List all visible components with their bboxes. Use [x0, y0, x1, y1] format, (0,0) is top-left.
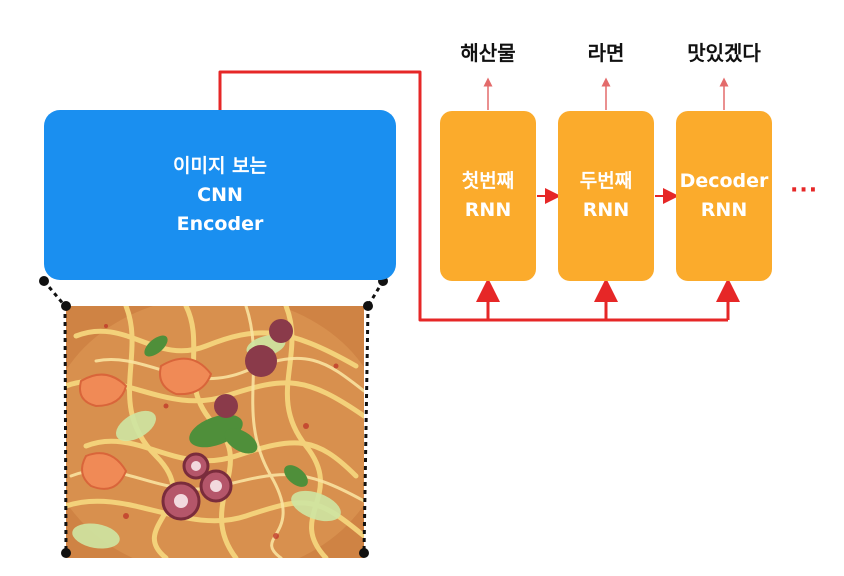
decoder-label-line2: RNN — [582, 199, 630, 221]
projection-lines — [39, 276, 388, 558]
output-word-3: 맛있겠다 — [687, 41, 761, 65]
encoder-label-line1: 이미지 보는 — [172, 154, 267, 177]
decoder-label-line2: RNN — [464, 199, 512, 221]
output-word-1: 해산물 — [460, 41, 516, 65]
decoder-label-line1: 두번째 — [579, 170, 633, 192]
anchor-dot — [359, 548, 369, 558]
decoder-rnn-box-3: Decoder RNN — [676, 111, 772, 281]
encoder-label-line3: Encoder — [176, 212, 264, 235]
seafood-ramen-photo — [66, 306, 364, 558]
decoder-label-line1: 첫번째 — [461, 170, 515, 192]
output-arrows — [483, 77, 729, 110]
decoder-label-line1: Decoder — [679, 170, 769, 192]
anchor-dot — [61, 301, 71, 311]
decoder-label-line2: RNN — [700, 199, 748, 221]
anchor-dot — [39, 276, 49, 286]
decoder-rnn-box-2: 두번째 RNN — [558, 111, 654, 281]
continuation-ellipsis: ··· — [790, 178, 819, 203]
anchor-dot — [363, 301, 373, 311]
output-word-2: 라면 — [587, 41, 625, 65]
encoder-label-line2: CNN — [197, 183, 243, 206]
decoder-rnn-box-1: 첫번째 RNN — [440, 111, 536, 281]
feature-path — [218, 70, 740, 322]
cnn-encoder-box: 이미지 보는 CNN Encoder — [44, 110, 396, 280]
anchor-dot — [61, 548, 71, 558]
